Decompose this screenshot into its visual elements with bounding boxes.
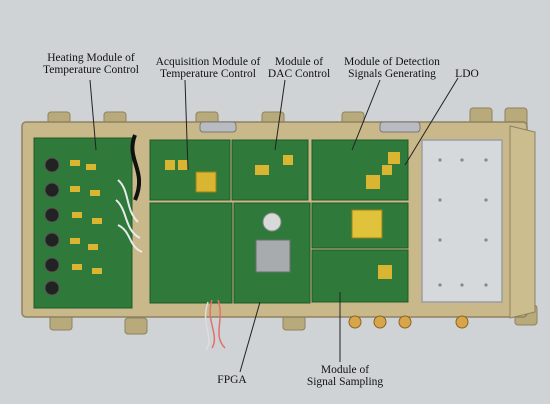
pcb-dac — [231, 139, 309, 201]
label-heating-module: Heating Module of Temperature Control — [36, 52, 146, 76]
bottom-wires — [209, 299, 226, 349]
top-connector-left — [199, 121, 237, 133]
pcb-sampling — [311, 249, 409, 303]
label-dac-line1: Module of — [274, 56, 324, 68]
label-detection-line2: Signals Generating — [348, 68, 436, 80]
pcb-acquisition — [149, 139, 231, 201]
label-fpga: FPGA — [217, 374, 247, 386]
sma-connectors — [348, 315, 469, 329]
chassis-right-flange — [509, 125, 536, 319]
label-detection-line1: Module of Detection — [344, 56, 440, 68]
label-detection-module: Module of Detection Signals Generating — [336, 56, 448, 80]
black-cable — [130, 134, 142, 201]
label-sampling-module: Module of Signal Sampling — [300, 364, 390, 388]
label-heating-line2: Temperature Control — [43, 64, 139, 76]
label-sampling-line2: Signal Sampling — [306, 376, 384, 388]
label-ldo: LDO — [455, 68, 479, 80]
label-dac-line2: DAC Control — [267, 68, 331, 80]
inductors — [44, 157, 60, 296]
label-heating-line1: Heating Module of — [47, 52, 135, 64]
pcb-detection — [311, 139, 409, 201]
label-acquisition-line2: Temperature Control — [160, 68, 256, 80]
label-acquisition-line1: Acquisition Module of — [155, 56, 261, 68]
label-dac-module: Module of DAC Control — [262, 56, 336, 80]
heating-components — [70, 160, 102, 274]
label-acquisition-module: Acquisition Module of Temperature Contro… — [148, 56, 268, 80]
leader-lines — [89, 77, 459, 373]
wire-bundle — [115, 179, 143, 253]
top-connector-right — [379, 121, 421, 133]
fpga-chip — [255, 239, 291, 273]
label-sampling-line1: Module of — [320, 364, 370, 376]
shield-can — [421, 139, 503, 303]
pcb-lower-left — [149, 202, 233, 304]
